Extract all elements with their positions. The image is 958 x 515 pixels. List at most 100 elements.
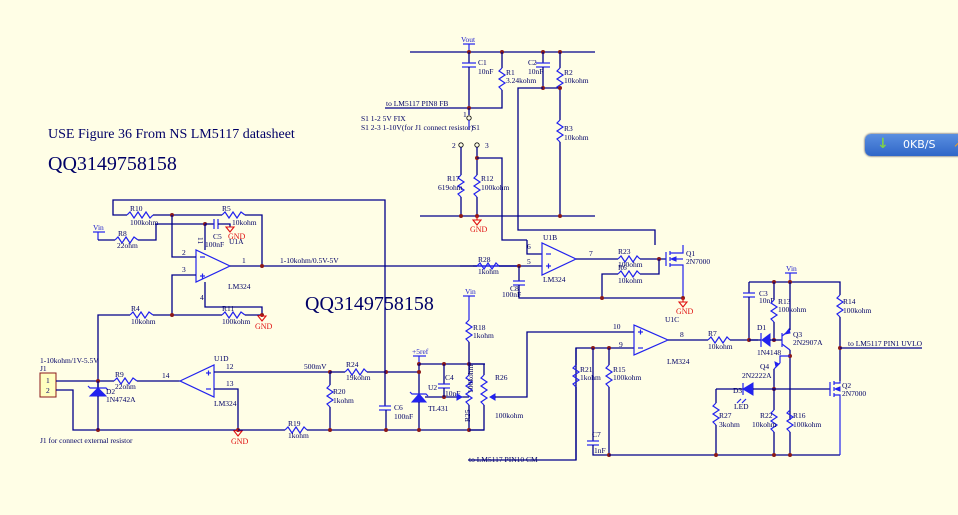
s1-pin2: 2: [452, 141, 456, 150]
vout-label: Vout: [461, 35, 476, 44]
j1-range-label: 1-10kohm/1V-5.5V: [40, 356, 99, 365]
r2-ref: R2: [564, 68, 573, 77]
r25-ref: R25: [463, 409, 472, 422]
r5-ref: R5: [222, 204, 231, 213]
uvlo-label: to LM5117 PIN1 UVLO: [848, 339, 923, 348]
r6-ref: R6: [618, 263, 627, 272]
d3-ref: D3: [733, 386, 742, 395]
r19-ref: R19: [288, 419, 301, 428]
r27-ref: R27: [719, 411, 732, 420]
c8-value: 100nF: [502, 290, 521, 299]
c8-ref: C8: [510, 284, 519, 293]
d2-value: 1N4742A: [106, 395, 136, 404]
r4-value: 10kohm: [131, 317, 156, 326]
mv500-label: 500mV: [304, 362, 327, 371]
r11-ref: R11: [222, 304, 234, 313]
gnd-label: GND: [231, 437, 249, 446]
c7-ref: C7: [592, 430, 601, 439]
u1b-value: LM324: [543, 275, 566, 284]
c5-ref: C5: [213, 232, 222, 241]
r23-ref: R23: [618, 247, 631, 256]
u1b-opamp-symbol: [541, 242, 578, 276]
gnd-label: GND: [255, 322, 273, 331]
u1d-ref: U1D: [214, 354, 229, 363]
j1-ref: J1: [40, 364, 47, 373]
d2-zener: [88, 387, 108, 397]
r21-value: 1kohm: [580, 373, 601, 382]
r1-value: 3.24kohm: [506, 76, 536, 85]
r6-value: 10kohm: [618, 276, 643, 285]
s1-pin3: 3: [485, 141, 489, 150]
c1-value: 10nF: [478, 67, 493, 76]
u1c-pin10: 10: [613, 322, 621, 331]
s1-note-2: S1 2-3 1-10V(for J1 connect resistor): [361, 123, 474, 132]
q1-value: 2N7000: [686, 257, 710, 266]
reference-stage: +5ref U2 TL431 C4 10nF Vin R18 1kohm 100…: [409, 287, 600, 432]
r14-ref: R14: [843, 297, 856, 306]
r26-value: 100kohm: [495, 411, 524, 420]
u1c-pin8: 8: [680, 330, 684, 339]
d1-diode: [761, 333, 771, 347]
c4-ref: C4: [445, 373, 454, 382]
r9-value: 22ohm: [115, 382, 136, 391]
u1d-value: LM324: [214, 399, 237, 408]
u1a-value: LM324: [228, 282, 251, 291]
u1d-pin12: 12: [226, 362, 234, 371]
r3-ref: R3: [564, 124, 573, 133]
d1-value: 1N4148: [757, 348, 781, 357]
q4-ref: Q4: [760, 362, 769, 371]
s1-ref: S1: [472, 123, 480, 132]
r17-ref: R17: [447, 174, 460, 183]
r5-value: 10kohm: [232, 218, 257, 227]
gnd-label: GND: [470, 225, 488, 234]
d2-ref: D2: [106, 387, 115, 396]
r4-ref: R4: [131, 304, 140, 313]
r20-value: 1kohm: [333, 396, 354, 405]
q1-ref: Q1: [686, 249, 695, 258]
network-speed-widget[interactable]: ↓ 0KB/S ↗: [865, 134, 958, 156]
u1b-stage: R28 1kohm 5 C8 100nF 6 U1B LM324 7 R23 1…: [460, 233, 710, 316]
r26-ref: R26: [495, 373, 508, 382]
r10-value: 100kohm: [130, 218, 159, 227]
r16-ref: R16: [793, 411, 806, 420]
q3-ref: Q3: [793, 330, 802, 339]
r15-value: 100kohm: [613, 373, 642, 382]
u1a-pin4: 4: [200, 293, 204, 302]
u1b-pin7: 7: [589, 249, 593, 258]
vin-label: Vin: [786, 264, 797, 273]
c1-ref: C1: [478, 58, 487, 67]
s1-note-1: S1 1-2 5V FIX: [361, 114, 406, 123]
q2-value: 2N7000: [842, 389, 866, 398]
r11-value: 100kohm: [222, 317, 251, 326]
r7-value: 10kohm: [708, 342, 733, 351]
q2-ref: Q2: [842, 381, 851, 390]
u2-ref: U2: [428, 383, 437, 392]
r16-value: 100kohm: [793, 420, 822, 429]
c7-value: 1nF: [594, 446, 606, 455]
u1a-pin2: 2: [182, 248, 186, 257]
r24-value: 19kohm: [346, 373, 371, 382]
ref-label: +5ref: [412, 347, 429, 356]
r12-value: 100kohm: [481, 183, 510, 192]
u1b-pin6: 6: [527, 242, 531, 251]
r15-ref: R15: [613, 365, 626, 374]
gnd-label: GND: [228, 232, 246, 241]
u1a-stage: R10 100kohm R5 10kohm Vin R8 22ohm GND C…: [93, 199, 520, 388]
j1-pin1: 1: [46, 376, 50, 385]
r24-ref: R24: [346, 360, 359, 369]
u1a-opamp-symbol: [195, 249, 232, 283]
r14-value: 100kohm: [843, 306, 872, 315]
u1a-pin3: 3: [182, 265, 186, 274]
uvlo-stage: Vin C3 10nF R13 100kohm D1 1N4148 Q3 2N2…: [711, 264, 923, 457]
j1-note: J1 for connect external resistor: [40, 436, 133, 445]
c6-ref: C6: [394, 403, 403, 412]
r8-ref: R8: [118, 229, 127, 238]
q3-value: 2N2907A: [793, 338, 823, 347]
r22-value: 10kohm: [752, 420, 777, 429]
u1c-pin9: 9: [619, 340, 623, 349]
u1c-value: LM324: [667, 357, 690, 366]
r21-ref: R21: [580, 365, 593, 374]
vin-label: Vin: [465, 287, 476, 296]
feedback-network: Vout C1 10nF R1 3.24kohm C2 10nF R2 10ko…: [361, 35, 656, 245]
q4-value: 2N2222A: [742, 371, 772, 380]
